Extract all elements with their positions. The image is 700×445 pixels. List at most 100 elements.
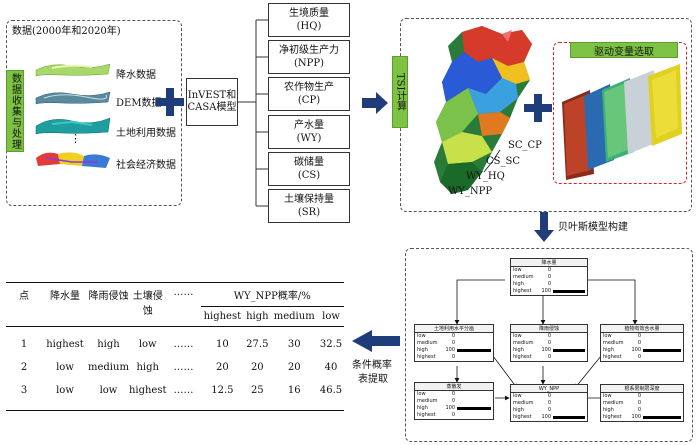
table-cell: 1 (20, 339, 28, 350)
node-state: medium (417, 398, 438, 404)
node-bar (553, 414, 585, 421)
table-cell: highest (46, 339, 84, 350)
service-wy: 产水量 (WY) (268, 115, 350, 149)
node-state: high (417, 405, 428, 411)
cpt-step-label-line1: 条件概率 (352, 360, 392, 371)
node-state: medium (513, 340, 534, 346)
node-state: low (417, 333, 426, 339)
node-title: 蒸散发 (415, 383, 493, 391)
service-code: (HQ) (296, 21, 322, 32)
node-title: WY_NPP (511, 385, 587, 393)
node-value: 100 (445, 347, 455, 353)
col-header-rain-erosion: 降雨侵蚀 (88, 291, 129, 302)
node-value: 0 (451, 412, 455, 418)
data-item-socioeconomic: 社会经济数据 (116, 160, 176, 171)
col-header-rainfall: 降水量 (50, 291, 80, 302)
node-value: 0 (547, 400, 551, 406)
node-value: 0 (637, 333, 641, 339)
node-state: high (603, 347, 614, 353)
table-row: 2 low medium high …… 20 20 20 40 (6, 356, 344, 379)
node-bar (457, 391, 491, 398)
table-cell: 32.5 (319, 339, 343, 350)
node-value: 0 (451, 398, 455, 404)
service-name: 净初级生产力 (279, 45, 339, 56)
node-title: 根系限制层深度 (601, 385, 683, 393)
bn-edges (454, 279, 638, 401)
map-label-sc-cp: SC_CP (508, 140, 542, 151)
driver-layers (562, 64, 682, 180)
table-cell: high (97, 339, 120, 350)
node-bar (457, 405, 491, 412)
table-cell: …… (173, 362, 194, 373)
data-collection-label: 数据收集与处理 (6, 70, 24, 152)
table-cell: low (99, 385, 118, 396)
data-ellipsis: ⋮ (70, 132, 81, 145)
node-value: 100 (541, 347, 551, 353)
arrow-right-icon (362, 92, 388, 114)
table-cell: 25 (250, 385, 264, 396)
tsi-label: TSI计算 (392, 56, 408, 128)
node-state: highest (603, 354, 622, 360)
probability-table: 点 降水量 降雨侵蚀 土壤侵蚀 …… WY_NPP概率/% highest hi… (6, 282, 344, 411)
service-cp: 农作物生产(CP) (268, 77, 350, 111)
node-state: low (417, 391, 426, 397)
rainfall-map-icon (35, 63, 111, 77)
node-value: 100 (631, 414, 641, 420)
dem-map-icon (35, 91, 111, 105)
node-state: low (603, 333, 612, 339)
plus-icon (156, 88, 184, 116)
node-state: highest (417, 354, 436, 360)
table-cell: 46.5 (319, 385, 343, 396)
service-code: (SR) (297, 207, 321, 218)
service-name: 产水量 (294, 120, 324, 131)
node-state: highest (513, 288, 532, 294)
col-header-ellipsis: …… (173, 287, 194, 298)
service-npp: 净初级生产力 (NPP) (268, 40, 350, 74)
socioeconomic-map-icon (36, 152, 110, 168)
node-bar (553, 288, 585, 295)
cpt-step-label-line2: 表提取 (358, 374, 388, 385)
node-bar (643, 393, 681, 400)
node-value: 100 (541, 288, 551, 294)
service-code: (NPP) (293, 58, 324, 69)
table-cell: 30 (287, 339, 301, 350)
node-bar (553, 274, 585, 281)
node-title: 土地利用水平分画 (415, 325, 493, 333)
node-state: high (513, 347, 524, 353)
service-name: 农作物生产 (284, 82, 334, 93)
map-label-wy-hq: WY_HQ (466, 171, 505, 182)
service-sr: 土壤保持量(SR) (268, 189, 350, 223)
sub-header-medium: medium (273, 311, 315, 322)
node-value: 0 (547, 333, 551, 339)
node-value: 100 (541, 414, 551, 420)
driver-label: 驱动变量选取 (570, 42, 678, 58)
table-cell: high (136, 362, 159, 373)
node-value: 0 (451, 354, 455, 360)
node-title: 降雨侵蚀 (511, 325, 587, 333)
service-connectors (238, 19, 268, 207)
table-cell: …… (173, 339, 194, 350)
table-cell: low (56, 362, 74, 373)
node-state: low (513, 393, 522, 399)
table-row: 1 highest high low …… 10 27.5 30 32.5 (6, 327, 344, 357)
node-value: 0 (637, 340, 641, 346)
service-code: (WY) (296, 133, 322, 144)
node-title: 降水量 (511, 259, 587, 267)
node-value: 100 (445, 405, 455, 411)
table-cell: medium (88, 362, 129, 373)
plus-icon (524, 94, 552, 122)
node-bar (643, 347, 681, 354)
node-state: medium (603, 400, 624, 406)
node-state: high (513, 407, 524, 413)
node-state: low (513, 333, 522, 339)
table-cell: 20 (250, 362, 264, 373)
sub-header-highest: highest (203, 311, 242, 322)
service-name: 生境质量 (289, 8, 329, 19)
service-code: (CS) (297, 170, 321, 181)
sub-header-low: low (322, 311, 340, 322)
arrow-left-icon (352, 330, 400, 352)
